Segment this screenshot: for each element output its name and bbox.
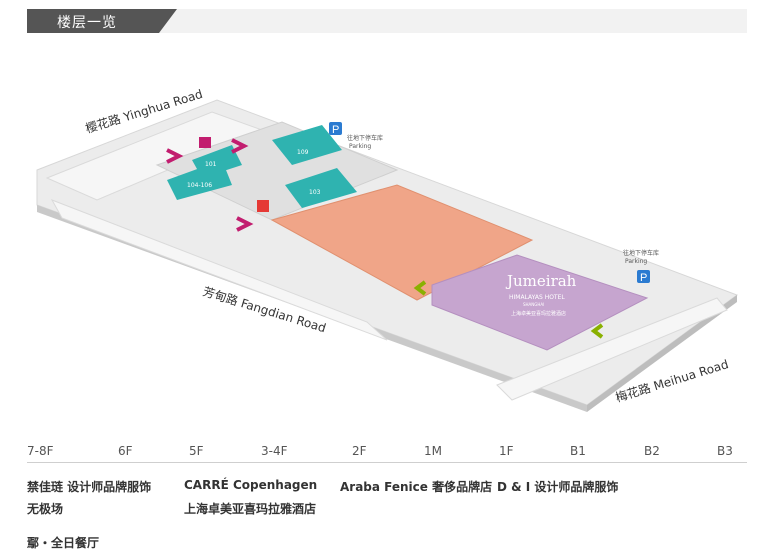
unit-label: 104-106 [187,182,212,189]
unit-109 [272,125,342,165]
parking-icon [637,270,650,283]
parking-right-en: Parking [625,258,647,265]
store-link[interactable]: CARRÉ Copenhagen [184,478,318,492]
floor-tab-1f[interactable]: 1F [499,444,514,458]
hotel-name: HIMALAYAS HOTEL [509,294,565,301]
store-link[interactable]: D & I 设计师品牌服饰 [497,480,619,494]
parking-top-cn: 往地下停车库 [347,134,383,142]
store-link[interactable]: 禁佳琏 设计师品牌服饰 [27,480,152,494]
floor-tab-5f[interactable]: 5F [189,444,204,458]
unit-104-106 [167,160,232,200]
floor-tab-3-4f[interactable]: 3-4F [261,444,288,458]
store-link[interactable]: Araba Fenice 奢侈品牌店 [340,480,493,494]
entrance-arrow-icon [231,138,249,154]
hotel-entrance-arrow-icon [413,280,427,296]
svg-text:P: P [640,272,647,284]
section-header: 楼层一览 [27,9,747,33]
unit-label: 101 [205,161,217,168]
floor-tab-b1[interactable]: B1 [570,444,586,458]
unit-103 [285,168,357,208]
hotel-entrance-arrow-icon [590,323,604,339]
store-link[interactable]: 无极场 [27,502,64,516]
parking-top-en: Parking [349,143,371,150]
floor-tab-6f[interactable]: 6F [118,444,133,458]
parking-right-cn: 往地下停车库 [623,249,659,257]
hotel-brand: Jumeirah [505,272,577,290]
store-link[interactable]: 上海卓美亚喜玛拉雅酒店 [184,502,317,516]
floor-tab-2f[interactable]: 2F [352,444,367,458]
section-header-tab [27,9,177,33]
store-link[interactable]: 鄢・全日餐厅 [27,536,100,550]
unit-label: 109 [297,149,309,156]
hotel-cn: 上海卓美亚喜玛拉雅酒店 [511,310,566,317]
floor-tab-b3[interactable]: B3 [717,444,733,458]
retail-zone [270,184,534,301]
hotel-city: SHANGHAI [523,302,544,307]
parking-icon [329,122,342,135]
floor-tab-1m[interactable]: 1M [424,444,442,458]
floor-tab-b2[interactable]: B2 [644,444,660,458]
svg-text:P: P [332,124,339,136]
entrance-arrow-icon [236,216,254,232]
info-icon [257,200,269,212]
floor-map: P P 樱花路 Yinghua Road 芳甸路 Fangdian Road 梅… [36,86,739,412]
taxi-icon [199,137,211,148]
entrance-arrow-icon [166,148,184,164]
floor-tab-7-8f[interactable]: 7-8F [27,444,54,458]
section-title: 楼层一览 [57,15,117,31]
unit-label: 103 [309,189,321,196]
floor-selector: 7-8F 6F 5F 3-4F 2F 1M 1F B1 B2 B3 [27,444,747,463]
hotel-zone [431,254,649,351]
